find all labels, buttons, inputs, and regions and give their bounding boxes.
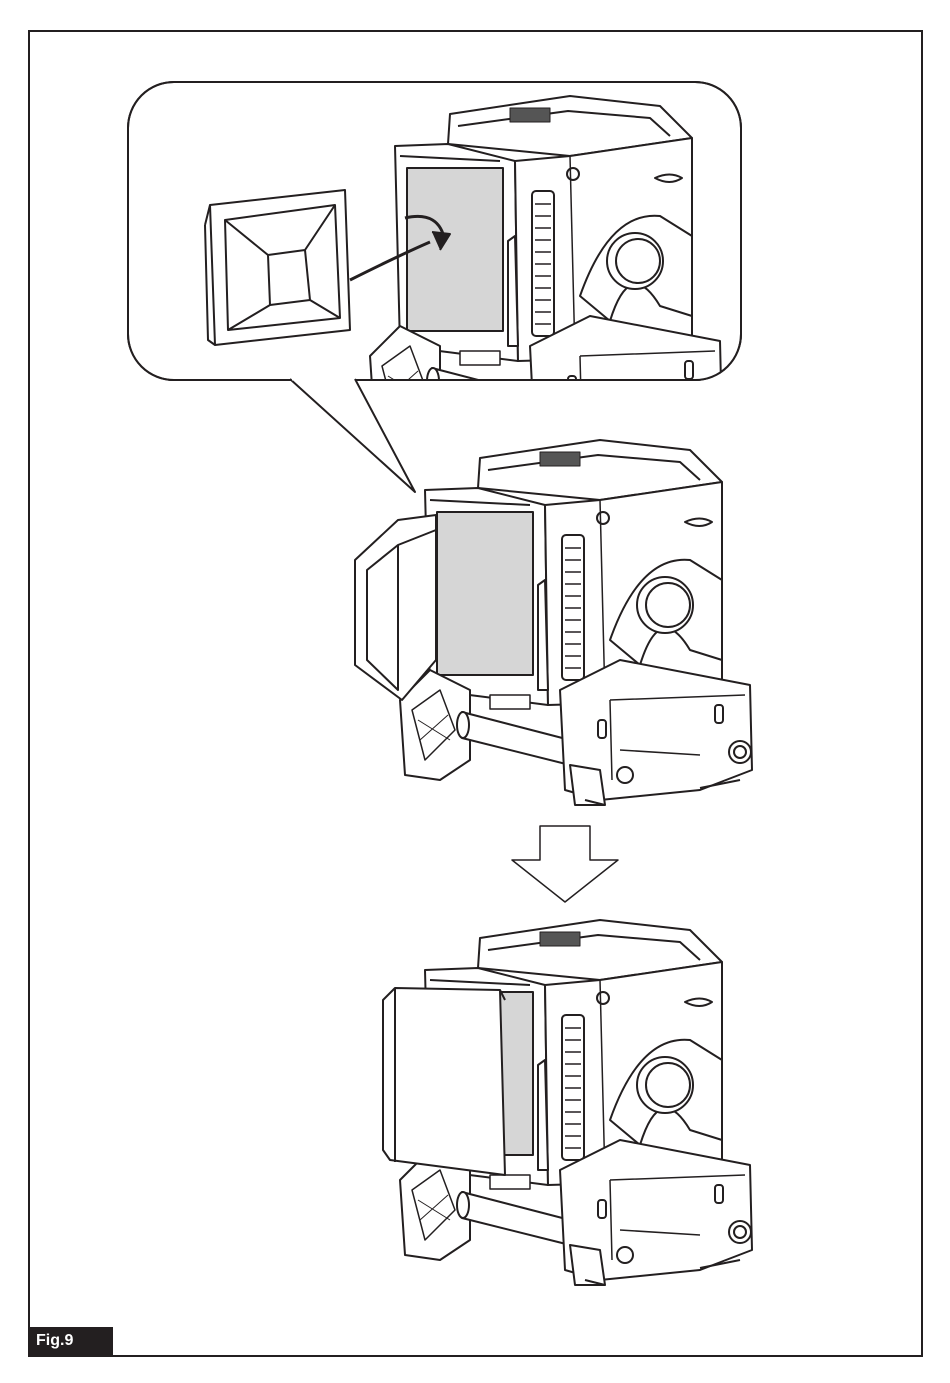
attached-cover xyxy=(382,987,506,1176)
down-arrow-icon xyxy=(511,825,619,903)
callout-detail xyxy=(127,81,742,493)
device-cover-open xyxy=(354,439,753,806)
device-cover-attached xyxy=(382,919,753,1286)
figure-frame xyxy=(28,30,923,1357)
open-cover xyxy=(354,514,437,701)
lens-cover xyxy=(204,189,351,346)
rotate-arrow-icon xyxy=(349,215,451,282)
figure-label: Fig.9 xyxy=(28,1327,113,1355)
